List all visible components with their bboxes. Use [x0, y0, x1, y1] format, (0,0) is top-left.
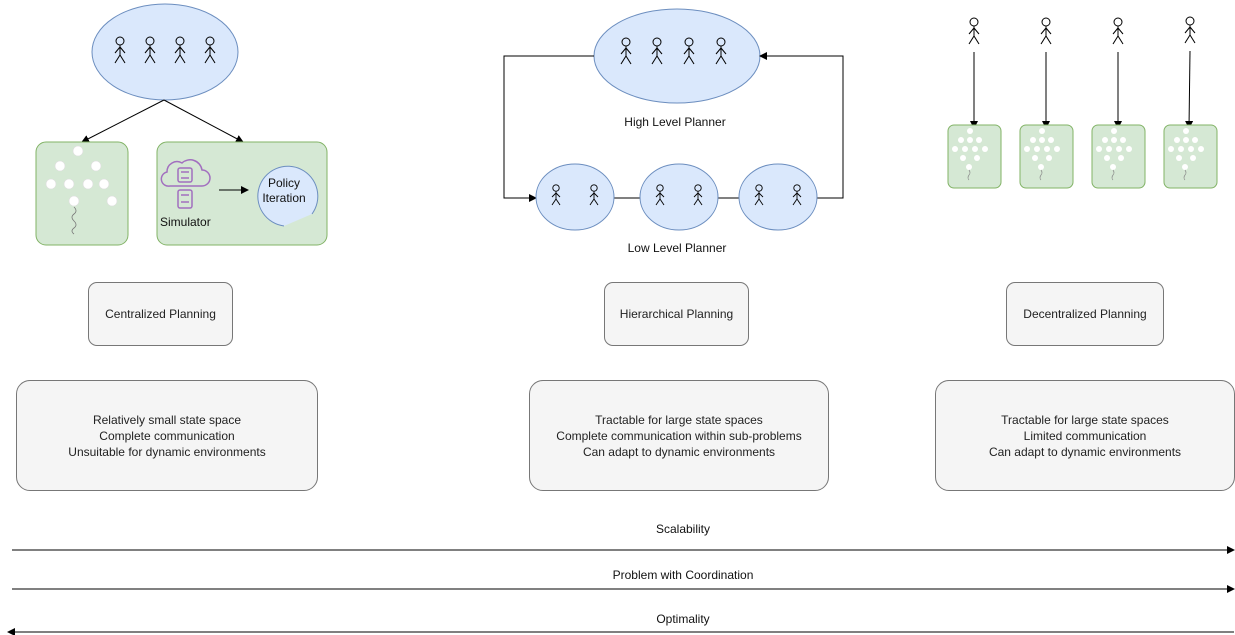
description-line: Unsuitable for dynamic environments: [68, 444, 266, 459]
policy-iteration-label: Policy Iteration: [262, 176, 305, 206]
scalability-label: Scalability: [655, 522, 711, 536]
high-level-planner-ellipse: [593, 8, 761, 104]
coordination-label: Problem with Coordination: [612, 568, 754, 582]
centralized-planning-title: Centralized Planning: [88, 282, 233, 346]
description-line: Can adapt to dynamic environments: [988, 444, 1182, 459]
description-line: Relatively small state space: [92, 412, 242, 427]
policy-iteration-cycle: [257, 165, 319, 227]
description-line: Tractable for large state spaces: [595, 412, 763, 427]
low-level-planner-label: Low Level Planner: [627, 241, 727, 255]
central-tree-policy-box: [35, 141, 129, 246]
description-line: Can adapt to dynamic environments: [582, 444, 776, 459]
centralized-description: Relatively small state space Complete co…: [16, 380, 318, 491]
low-level-planner-3: [738, 163, 818, 231]
stick-figure-icon: [1040, 17, 1052, 45]
simulator-label: Simulator: [160, 215, 211, 229]
central-agent-group: [91, 3, 239, 101]
policy-label-line: Iteration: [262, 191, 306, 205]
stick-figure-icon: [1112, 17, 1124, 45]
stick-figure-icon: [1184, 16, 1196, 44]
description-line: Limited communication: [1023, 428, 1147, 443]
high-level-planner-label: High Level Planner: [624, 115, 726, 129]
decentralized-description: Tractable for large state spaces Limited…: [935, 380, 1235, 491]
description-line: Complete communication: [99, 428, 235, 443]
hierarchical-description: Tractable for large state spaces Complet…: [529, 380, 829, 491]
tree-policy-icon: [45, 145, 118, 235]
optimality-label: Optimality: [656, 612, 710, 626]
decentralized-planning-title: Decentralized Planning: [1006, 282, 1164, 346]
hierarchical-planning-title: Hierarchical Planning: [604, 282, 749, 346]
policy-label-line: Policy: [267, 176, 301, 190]
simulator-cloud-icon: [160, 159, 211, 209]
stick-figure-icon: [968, 17, 980, 45]
description-line: Complete communication within sub-proble…: [556, 428, 802, 443]
low-level-planner-1: [535, 163, 615, 231]
low-level-planner-2: [639, 163, 719, 231]
description-line: Tractable for large state spaces: [1001, 412, 1169, 427]
